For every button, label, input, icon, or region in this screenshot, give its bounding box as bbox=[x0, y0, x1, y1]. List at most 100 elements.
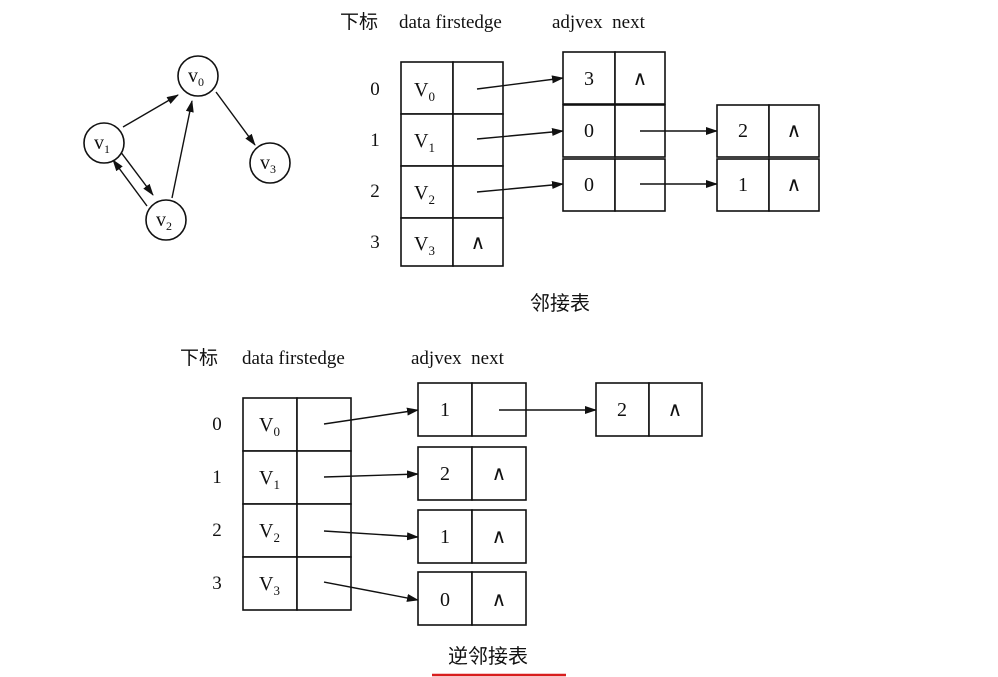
edge-node: 1 ∧ bbox=[716, 158, 820, 212]
pointer-arrow bbox=[323, 530, 419, 541]
graph-node-v3-label: v3 bbox=[260, 152, 276, 176]
adjacency-row-index: 0 bbox=[370, 79, 380, 100]
graph-node-v3: v3 bbox=[249, 142, 291, 184]
null-pointer-symbol: ∧ bbox=[787, 120, 802, 142]
adjvex-value: 0 bbox=[584, 174, 594, 196]
edge-v1-to-v0 bbox=[122, 94, 179, 128]
edge-node: 2 ∧ bbox=[595, 382, 703, 437]
edge-node: 0 bbox=[562, 104, 666, 158]
next-cell bbox=[768, 158, 820, 212]
adjvex-value: 3 bbox=[584, 68, 594, 90]
adjvex-cell bbox=[595, 382, 650, 437]
adjacency-header-adjvex-next: adjvex next bbox=[552, 12, 646, 33]
inverse-row-1: 1 V1 2 ∧ bbox=[212, 446, 527, 505]
null-pointer-symbol: ∧ bbox=[668, 399, 683, 421]
null-pointer-symbol: ∧ bbox=[787, 174, 802, 196]
edge-v1-to-v2 bbox=[119, 150, 154, 196]
graph-node-v2-circle bbox=[145, 199, 187, 241]
adjvex-value: 1 bbox=[738, 174, 748, 196]
next-cell bbox=[614, 158, 666, 212]
adjacency-row-2: 2 V2 0 1 ∧ bbox=[370, 158, 820, 219]
null-pointer-symbol: ∧ bbox=[492, 589, 507, 611]
null-pointer-symbol: ∧ bbox=[492, 463, 507, 485]
edge-node: 2 ∧ bbox=[716, 104, 820, 158]
vertex-data-label: V0 bbox=[259, 414, 280, 439]
vertex-data-label: V3 bbox=[259, 573, 280, 598]
edge-node: 0 bbox=[562, 158, 666, 212]
adjvex-cell bbox=[417, 382, 473, 437]
edge-node: 2 ∧ bbox=[417, 446, 527, 501]
adjvex-value: 1 bbox=[440, 526, 450, 548]
next-cell bbox=[471, 571, 527, 626]
adjvex-value: 0 bbox=[584, 120, 594, 142]
inverse-header-index: 下标 bbox=[180, 347, 218, 369]
vertex-data-label: V1 bbox=[259, 467, 280, 492]
adjacency-list-headers: 下标 data firstedge adjvex next bbox=[340, 11, 646, 33]
edge-node: 0 ∧ bbox=[417, 571, 527, 626]
vertex-data-label: V3 bbox=[414, 233, 435, 258]
inverse-row-index: 0 bbox=[212, 414, 222, 435]
inverse-row-2: 2 V2 1 ∧ bbox=[212, 503, 527, 564]
inverse-row-index: 3 bbox=[212, 573, 222, 594]
null-pointer-symbol: ∧ bbox=[492, 526, 507, 548]
firstedge-cell bbox=[452, 217, 504, 267]
graph-node-v1: v1 bbox=[83, 122, 125, 164]
pointer-arrow bbox=[323, 470, 419, 479]
graph-node-v1-circle bbox=[83, 122, 125, 164]
graph-node-v0-label: v0 bbox=[188, 65, 204, 89]
edge-node: 1 ∧ bbox=[417, 509, 527, 564]
inverse-row-index: 1 bbox=[212, 467, 222, 488]
adjvex-value: 0 bbox=[440, 589, 450, 611]
next-cell bbox=[471, 509, 527, 564]
pointer-arrow bbox=[476, 181, 564, 193]
pointer-arrow bbox=[476, 128, 564, 140]
edge-v0-to-v3 bbox=[215, 91, 256, 146]
edge-node: 1 bbox=[417, 382, 527, 437]
graph-node-v0-circle bbox=[177, 55, 219, 97]
edge-node: 3 ∧ bbox=[562, 51, 666, 105]
firstedge-cell bbox=[296, 503, 352, 558]
firstedge-cell bbox=[452, 61, 504, 115]
graph-node-v0: v0 bbox=[177, 55, 219, 97]
pointer-arrow bbox=[323, 581, 419, 602]
firstedge-cell bbox=[296, 450, 352, 505]
inverse-row-index: 2 bbox=[212, 520, 222, 541]
adjvex-value: 2 bbox=[440, 463, 450, 485]
vertex-data-label: V2 bbox=[259, 520, 280, 545]
firstedge-cell bbox=[452, 113, 504, 167]
next-cell bbox=[648, 382, 703, 437]
edge-v2-to-v0 bbox=[171, 100, 194, 199]
null-pointer-symbol: ∧ bbox=[471, 232, 486, 254]
next-cell bbox=[614, 51, 666, 105]
adjacency-list: 下标 data firstedge adjvex next 0 V0 3 ∧ 1… bbox=[340, 11, 820, 315]
adjacency-row-index: 3 bbox=[370, 232, 380, 253]
inverse-adjacency-list: 下标 data firstedge adjvex next 0 V0 1 2 ∧ bbox=[180, 347, 703, 677]
graph-node-v1-label: v1 bbox=[94, 132, 110, 156]
adjacency-row-index: 1 bbox=[370, 130, 380, 151]
vertex-data-label: V2 bbox=[414, 182, 435, 207]
graph-node-v3-circle bbox=[249, 142, 291, 184]
adjvex-cell bbox=[417, 446, 473, 501]
null-pointer-symbol: ∧ bbox=[633, 68, 648, 90]
graph-edges bbox=[112, 91, 256, 207]
adjvex-value: 2 bbox=[738, 120, 748, 142]
inverse-adjacency-list-caption: 逆邻接表 bbox=[448, 644, 528, 668]
adjacency-header-data-firstedge: data firstedge bbox=[399, 12, 502, 33]
next-cell bbox=[768, 104, 820, 158]
inverse-row-0: 0 V0 1 2 ∧ bbox=[212, 382, 703, 452]
pointer-arrow bbox=[476, 75, 564, 90]
inverse-adjacency-list-headers: 下标 data firstedge adjvex next bbox=[180, 347, 505, 369]
adjacency-row-1: 1 V1 0 2 ∧ bbox=[370, 104, 820, 167]
pointer-arrow bbox=[323, 407, 419, 425]
adjacency-list-caption: 邻接表 bbox=[530, 291, 590, 315]
adjacency-row-index: 2 bbox=[370, 181, 380, 202]
inverse-row-3: 3 V3 0 ∧ bbox=[212, 556, 527, 626]
adjacency-header-index: 下标 bbox=[340, 11, 378, 33]
graph-node-v2-label: v2 bbox=[156, 209, 172, 233]
adjvex-value: 1 bbox=[440, 399, 450, 421]
adjvex-cell bbox=[716, 158, 770, 212]
vertex-data-cell bbox=[400, 61, 454, 115]
adjvex-cell bbox=[562, 104, 616, 158]
adjacency-row-3: 3 V3 ∧ bbox=[370, 217, 504, 267]
